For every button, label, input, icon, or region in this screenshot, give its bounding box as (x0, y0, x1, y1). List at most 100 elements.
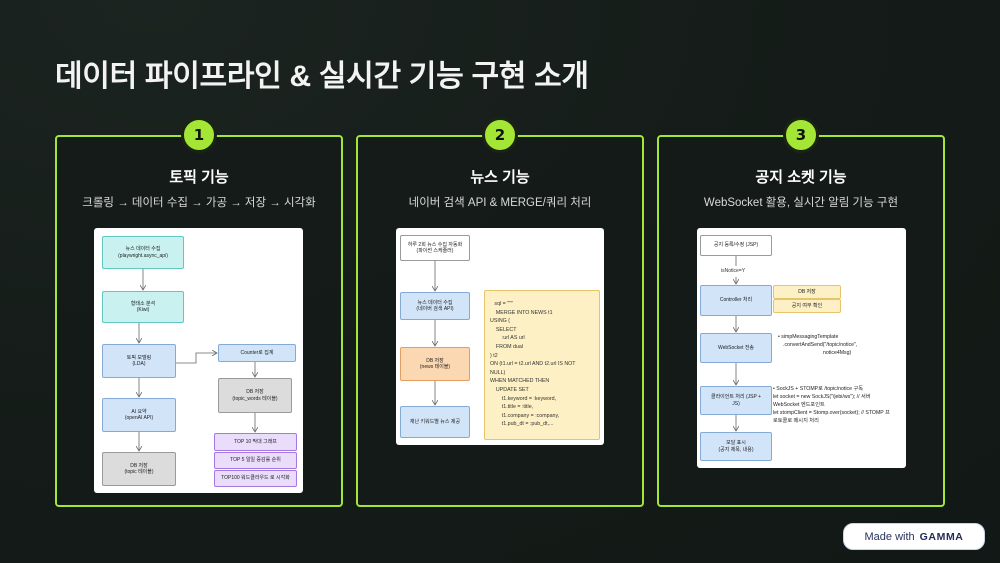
code-line: NULL) (490, 369, 506, 376)
node-label: 모달 표시 (726, 440, 746, 446)
flowchart-image: 하루 2회 뉴스 수집 자동화 (파이썬 스케줄러) 뉴스 데이터 수집 (네이… (396, 228, 604, 445)
card-subtitle: 네이버 검색 API & MERGE/쿼리 처리 (408, 197, 592, 209)
flow-connectors (697, 256, 906, 468)
note-line: WebSocket 엔드포인트 (773, 402, 825, 408)
feature-card-news: 2 뉴스 기능 네이버 검색 API & MERGE/쿼리 처리 하루 2회 뉴… (356, 117, 644, 507)
node-db-topic: DB 저장 (topic 테이블) (102, 452, 176, 486)
flowchart-image: 뉴스 데이터 수집 (playwright.async_api) 형태소 분석 … (94, 228, 303, 493)
sql-merge-code-block: sql = """ MERGE INTO NEWS t1 USING ( SEL… (484, 290, 600, 440)
note-line: notice4Msg) (823, 350, 852, 356)
node-db-save: DB 저장 (773, 285, 841, 299)
code-line: MERGE INTO NEWS t1 (490, 309, 553, 316)
note-line: • SockJS + STOMP로 /topic/notice 구독 (773, 386, 863, 392)
node-scheduler: 하루 2회 뉴스 수집 자동화 (파이썬 스케줄러) (400, 235, 470, 261)
note-line: let socket = new SockJS("/jebi/ws"); // … (773, 394, 871, 400)
node-label: 뉴스 데이터 수집 (125, 246, 161, 252)
code-line: t1.pub_dt = :pub_dt,... (490, 421, 554, 428)
code-line: WHEN MATCHED THEN (490, 378, 550, 385)
node-sublabel: (공지 제목, 내용) (718, 446, 754, 453)
step-number-badge: 2 (482, 117, 518, 153)
card-subtitle: 크롤링 → 데이터 수집 → 가공 → 저장 → 시각화 (82, 197, 316, 209)
node-label: TOP 5 일일 증감률 순위 (230, 457, 281, 464)
node-sublabel: (LDA) (132, 361, 146, 367)
node-sublabel: (Kiwi) (136, 307, 150, 313)
node-label: DB 저장 (246, 389, 264, 395)
code-line: USING ( (490, 318, 511, 325)
step-number-badge: 3 (783, 117, 819, 153)
code-line: ON (t1.url = t2.url AND t2.url IS NOT (490, 361, 576, 368)
flowchart-image: 공지 등록/수정 (JSP) isNotice=Y Controller 처리 … (697, 228, 906, 468)
node-label: 재난 키워드별 뉴스 제공 (409, 418, 461, 425)
websocket-send-note: • simpMessagingTemplate .convertAndSend(… (778, 333, 857, 357)
code-line: :url AS url (490, 335, 525, 342)
node-websocket-send: WebSocket 전송 (700, 333, 772, 363)
node-label: AI 요약 (131, 408, 147, 415)
node-sublabel: (news 테이블) (419, 364, 451, 370)
node-controller: Controller 처리 (700, 285, 772, 316)
code-line: ) t2 (490, 352, 498, 359)
card-title: 공지 소켓 기능 (755, 169, 847, 186)
node-label: DB 저장 (426, 357, 444, 364)
node-label: 토픽 모델링 (126, 354, 152, 361)
node-label: 형태소 분석 (130, 300, 156, 307)
note-line: 로토콜로 메시지 처리 (773, 418, 819, 424)
node-label: 하루 2회 뉴스 수집 자동화 (407, 241, 463, 248)
node-label: Controller 처리 (719, 297, 753, 304)
node-db-news: DB 저장 (news 테이블) (400, 347, 470, 381)
node-top5-ranking: TOP 5 일일 증감률 순위 (214, 452, 297, 469)
node-label: WebSocket 전송 (717, 344, 755, 351)
gamma-logo: GAMMA (919, 530, 964, 543)
node-sublabel: (openAI API) (124, 415, 154, 421)
code-line: t1.title = :title, (490, 404, 534, 411)
node-label: JS) (732, 400, 740, 407)
node-counter: Counter로 집계 (218, 344, 296, 362)
code-line: FROM dual (490, 343, 523, 350)
card-title: 뉴스 기능 (470, 169, 530, 186)
node-sublabel: (playwright.async_api) (118, 252, 168, 259)
node-label: 클라이언트 처리 (JSP + (710, 394, 762, 400)
node-sublabel: (파이썬 스케줄러) (416, 248, 454, 254)
client-handler-note: • SockJS + STOMP로 /topic/notice 구독 let s… (773, 385, 890, 425)
code-line: UPDATE SET (490, 386, 529, 393)
badge-prefix: Made with (864, 530, 915, 543)
node-top10-chart: TOP 10 막대 그래프 (214, 433, 297, 451)
node-label: DB 저장 (798, 288, 816, 295)
node-notice-edit: 공지 등록/수정 (JSP) (700, 235, 772, 256)
node-label: TOP100 워드클라우드 로 시각화 (221, 475, 290, 482)
flow-arrow (176, 353, 217, 364)
feature-card-notice-socket: 3 공지 소켓 기능 WebSocket 활용, 실시간 알림 기능 구현 공지… (657, 117, 945, 507)
node-label: DB 저장 (130, 462, 148, 469)
node-db-topic-words: DB 저장 (topic_words 테이블) (218, 378, 292, 413)
node-label: 뉴스 데이터 수집 (417, 299, 453, 306)
step-number-badge: 1 (181, 117, 217, 153)
note-line: .convertAndSend("/topic/notice", (783, 342, 858, 348)
code-line: t1.keyword = :keyword, (490, 395, 557, 402)
page-title: 데이터 파이프라인 & 실시간 기능 구현 소개 (55, 60, 589, 93)
node-news-collect: 뉴스 데이터 수집 (네이버 검색 API) (400, 292, 470, 320)
node-label: 공지 등록/수정 (JSP) (713, 242, 759, 249)
flow-connectors (396, 261, 604, 445)
note-line: let stompClient = Stomp.over(socket); //… (773, 410, 890, 416)
node-label: TOP 10 막대 그래프 (234, 438, 277, 445)
code-line: sql = """ (490, 301, 513, 307)
edge-condition-label: isNotice=Y (720, 268, 747, 274)
card-title: 토픽 기능 (169, 169, 229, 186)
feature-card-topic: 1 토픽 기능 크롤링 → 데이터 수집 → 가공 → 저장 → 시각화 뉴스 … (55, 117, 343, 507)
card-subtitle: WebSocket 활용, 실시간 알림 기능 구현 (703, 197, 899, 209)
node-news-collect: 뉴스 데이터 수집 (playwright.async_api) (102, 236, 184, 269)
node-top100-wordcloud: TOP100 워드클라우드 로 시각화 (214, 470, 297, 487)
node-notice-check: 공지 여부 확인 (773, 299, 841, 313)
flow-connectors (94, 269, 303, 493)
node-modal-display: 모달 표시 (공지 제목, 내용) (700, 432, 772, 461)
node-sublabel: (네이버 검색 API) (416, 306, 454, 312)
code-line: SELECT (490, 326, 517, 333)
node-label: 공지 여부 확인 (791, 302, 823, 309)
node-topic-modeling: 토픽 모델링 (LDA) (102, 344, 176, 378)
node-morph-analysis: 형태소 분석 (Kiwi) (102, 291, 184, 323)
note-line: • simpMessagingTemplate (778, 334, 839, 340)
node-keyword-news: 재난 키워드별 뉴스 제공 (400, 406, 470, 438)
made-with-gamma-badge[interactable]: Made with GAMMA (843, 523, 985, 550)
node-label: Counter로 집계 (240, 349, 274, 356)
node-client-handler: 클라이언트 처리 (JSP + JS) (700, 386, 772, 415)
